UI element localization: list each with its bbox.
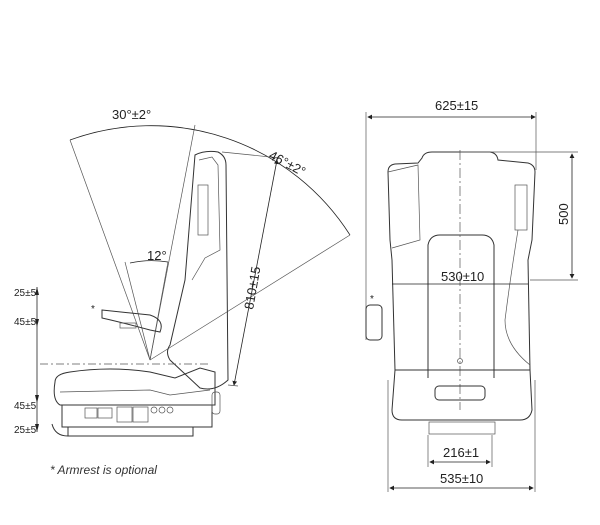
backrest-inner-panel (427, 234, 495, 378)
backrest-front (387, 151, 536, 371)
side-view: * 810±15 30°±2° 46°±2° 12° 25±5 45±5 45±… (14, 107, 351, 437)
armrest-marker-side: * (91, 304, 95, 315)
seat-base-front (391, 369, 533, 421)
seat-cushion-side (53, 367, 216, 406)
seat-base-side (61, 404, 213, 428)
front-view: 625±15 * 500 530±10 216±1 535±10 (365, 98, 578, 492)
small-angle-label: 12° (147, 248, 167, 263)
seat-rail-side (67, 426, 194, 437)
vertical-dim-4: 25±5 (14, 425, 37, 436)
vertical-dim-3: 45±5 (14, 401, 37, 412)
backrest-side (167, 150, 229, 390)
angle-12-arc (129, 260, 169, 264)
open-angle-label: 46°±2° (267, 147, 309, 179)
angle-12-line (124, 261, 151, 361)
backrest-upper-label: 500 (556, 203, 571, 225)
recline-line-rear (69, 139, 151, 361)
armrest-front (365, 304, 383, 341)
overall-width-label: 625±15 (435, 98, 478, 113)
backrest-height-label: 810±15 (241, 265, 263, 310)
backrest-width-label: 530±10 (441, 269, 484, 284)
armrest-marker-front: * (370, 294, 374, 305)
angle-arc (69, 125, 351, 236)
armrest-footnote: * Armrest is optional (50, 463, 157, 477)
vertical-dim-1: 25±5 (14, 288, 37, 299)
rail-width-label: 216±1 (443, 445, 479, 460)
armrest-side (101, 309, 162, 333)
base-width-label: 535±10 (440, 471, 483, 486)
recline-angle-label: 30°±2° (112, 107, 151, 122)
vertical-dim-2: 45±5 (14, 317, 37, 328)
